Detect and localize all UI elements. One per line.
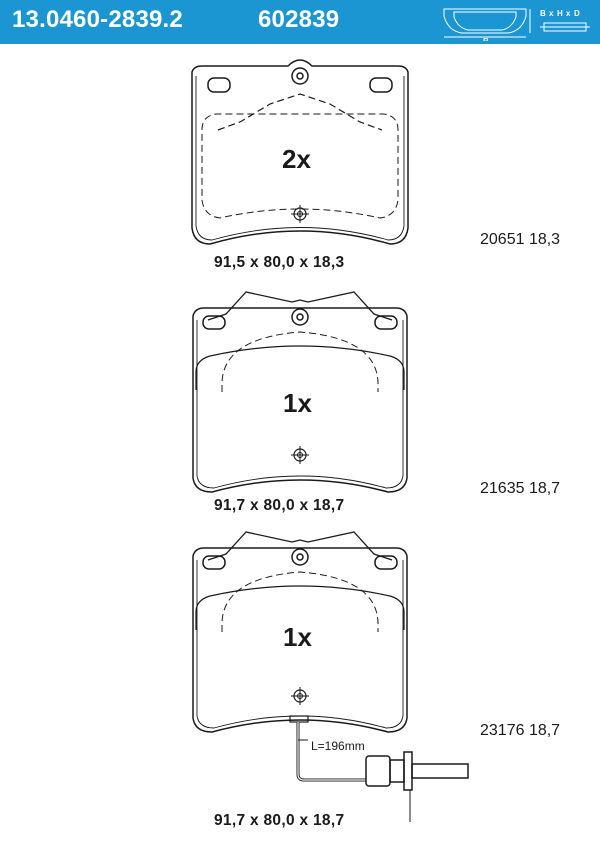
wear-sensor-length-label: L=196mm [311,739,365,753]
pad-2-quantity: 1x [283,388,312,418]
pad-1-quantity: 2x [282,144,311,174]
pad-2-dimensions: 91,7 x 80,0 x 18,7 [214,497,345,514]
dimension-legend-icon: B B x H x D [443,8,590,41]
reference-number: 602839 [258,6,340,33]
pad-1-dimensions: 91,5 x 80,0 x 18,3 [214,254,345,271]
legend-x1: x [549,9,554,18]
header-bar: 13.0460-2839.2 602839 B B x H x D [0,0,600,44]
legend-h: H [557,9,563,18]
pad-3-code: 23176 18,7 [480,722,561,739]
pad-3-quantity: 1x [283,622,312,652]
legend-d: D [574,9,580,18]
pad-2-code: 21635 18,7 [480,480,561,497]
pad-1-drawing [191,59,409,245]
legend-b: B [483,37,489,41]
legend-x2: x [566,9,571,18]
pad-2-drawing [192,291,408,493]
part-number: 13.0460-2839.2 [12,6,183,33]
pad-1-code: 20651 18,3 [480,231,561,248]
legend-b-top: B [540,9,546,18]
pad-3-drawing [192,531,469,822]
pad-3-dimensions: 91,7 x 80,0 x 18,7 [214,812,345,829]
